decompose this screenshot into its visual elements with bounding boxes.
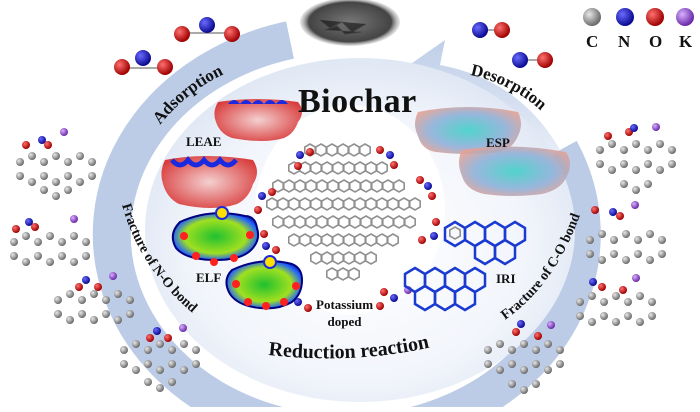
no-molecule-2 (512, 52, 553, 68)
iri-map-1 (443, 220, 527, 266)
adsorbed-molecule-left-4 (120, 340, 200, 392)
adsorbed-molecule-left-1 (16, 152, 96, 200)
element-legend-spheres (583, 8, 694, 26)
leae-label: LEAE (186, 134, 222, 149)
page-title: Biochar (298, 83, 417, 120)
potassium-label-line1: Potassium (316, 297, 374, 312)
no-molecule-1 (472, 22, 510, 38)
potassium-label-line2: doped (327, 314, 362, 329)
iri-map-2 (403, 266, 487, 312)
esp-label: ESP (486, 135, 510, 150)
no2-molecule-2 (174, 17, 240, 42)
adsorbed-molecule-left-2 (10, 232, 90, 266)
legend-c: C (586, 32, 599, 51)
cycle-arc-band (92, 21, 601, 412)
legend-o: O (649, 32, 663, 51)
elf-label: ELF (196, 270, 222, 285)
esp-map-2 (459, 146, 570, 196)
leae-map-2 (161, 156, 257, 208)
leae-map-1 (214, 99, 302, 141)
adsorbed-molecule-right-3 (576, 292, 656, 326)
adsorbed-molecule-right-4 (484, 340, 564, 394)
elf-map-1 (171, 206, 260, 266)
adsorbed-molecule-right-2 (586, 230, 666, 264)
legend-k: K (679, 32, 693, 51)
legend-n: N (618, 32, 631, 51)
no2-molecule-1 (114, 50, 173, 75)
potassium-doped-label: Potassium doped (316, 296, 373, 330)
esp-map-1 (415, 107, 521, 154)
iri-label: IRI (496, 271, 516, 286)
adsorbed-molecule-right-1 (596, 140, 676, 194)
adsorbed-molecule-left-3 (54, 290, 134, 324)
elf-map-2 (225, 255, 304, 310)
